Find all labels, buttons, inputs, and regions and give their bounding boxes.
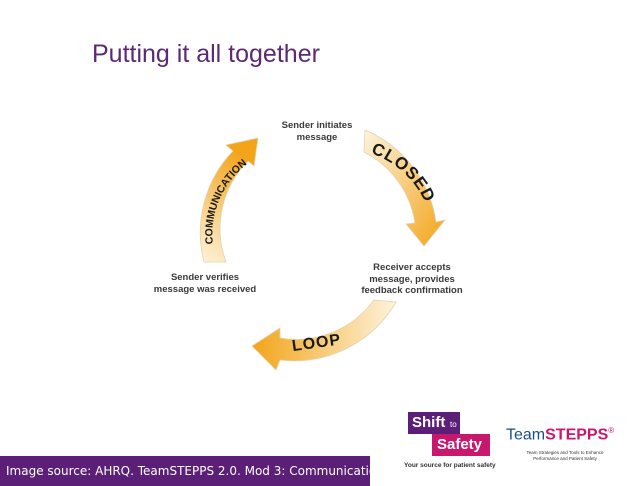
- to-word: to: [450, 420, 457, 429]
- loop-arrow: LOOP: [251, 299, 397, 371]
- source-footer: Image source: AHRQ. TeamSTEPPS 2.0. Mod …: [0, 456, 384, 486]
- registered-mark: ®: [608, 426, 615, 435]
- source-text: Image source: AHRQ. TeamSTEPPS 2.0. Mod …: [6, 464, 384, 478]
- step-sender-verifies: Sender verifies message was received: [153, 272, 257, 295]
- safety-word: Safety: [437, 436, 483, 453]
- shift-tagline: Your source for patient safety: [404, 462, 496, 469]
- teamstepps-wordmark: TeamSTEPPS®: [506, 426, 614, 444]
- closed-label: CLOSED: [369, 139, 438, 205]
- shift-word: Shift: [412, 414, 446, 431]
- stepps-word: STEPPS: [545, 426, 609, 444]
- teamstepps-logo: TeamSTEPPS® Team Strategies and Tools to…: [506, 426, 616, 466]
- safety-box: Safety: [432, 434, 490, 456]
- team-word: Team: [506, 426, 546, 444]
- closed-loop-diagram: CLOSED LOOP COMMUNICATION: [140, 104, 480, 394]
- step-sender-initiates: Sender initiates message: [281, 120, 353, 143]
- step-receiver-accepts: Receiver accepts message, provides feedb…: [361, 262, 463, 296]
- communication-arrow: COMMUNICATION: [199, 137, 259, 263]
- teamstepps-tagline: Team Strategies and Tools to Enhance Per…: [526, 450, 604, 461]
- loop-label: LOOP: [291, 331, 342, 355]
- shift-to-safety-logo: Shift to Safety Your source for patient …: [404, 412, 496, 476]
- slide-title: Putting it all together: [92, 40, 320, 68]
- shift-box: Shift to: [408, 412, 460, 434]
- closed-arrow: CLOSED: [363, 129, 447, 247]
- svg-text:CLOSED: CLOSED: [369, 139, 439, 205]
